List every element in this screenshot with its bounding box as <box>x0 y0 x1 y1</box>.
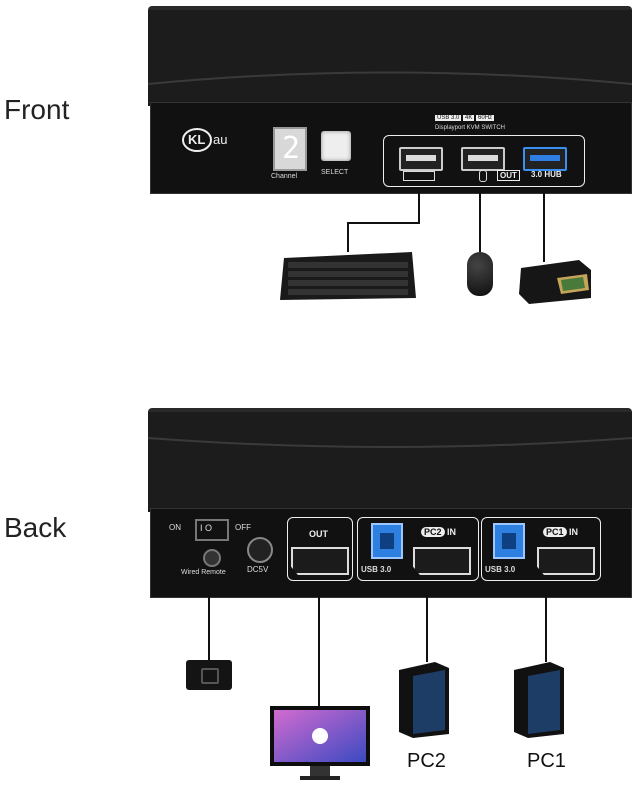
pc2-wire <box>426 592 428 662</box>
front-kvm-unit: KL au 2 Channel SELECT USB 3.0 4K 60Hz D… <box>148 6 632 194</box>
monitor-dp-port[interactable] <box>291 547 349 575</box>
wired-remote-jack[interactable] <box>203 549 221 567</box>
back-unit-top <box>148 408 632 512</box>
pc1-in-label: IN <box>569 527 579 537</box>
pc2-dp-port[interactable] <box>413 547 471 575</box>
back-out-label: OUT <box>309 529 328 539</box>
front-label: Front <box>4 94 70 125</box>
pc2-usb-port[interactable] <box>371 523 403 559</box>
on-label: ON <box>169 523 181 532</box>
brand-rest: au <box>213 132 228 147</box>
badge-4k: 4K <box>463 115 475 121</box>
pc2-usb-label: USB 3.0 <box>361 565 392 574</box>
monitor-device <box>270 706 370 786</box>
dc-label: DC5V <box>247 565 269 574</box>
pc2-in-badge: PC2 IN <box>421 527 456 537</box>
mouse-usb-port[interactable] <box>461 147 505 171</box>
channel-display: 2 <box>273 127 307 171</box>
pc1-label: PC1 <box>527 750 566 772</box>
wired-remote-device <box>186 660 232 690</box>
front-port-group <box>383 135 585 187</box>
power-switch[interactable]: I O <box>195 519 229 541</box>
front-out-label: OUT <box>497 170 520 181</box>
select-button[interactable] <box>321 131 351 161</box>
badge-hz: 60Hz <box>476 115 495 121</box>
brand-logo: KL au <box>181 125 241 155</box>
pc1-badge-label: PC1 <box>543 527 567 537</box>
keyboard-wire-v1 <box>418 190 420 224</box>
pc1-dp-port[interactable] <box>537 547 595 575</box>
hub-label: 3.0 HUB <box>531 170 562 179</box>
wired-remote-label: Wired Remote <box>181 569 226 576</box>
pc1-wire <box>545 592 547 662</box>
back-kvm-unit: ON I O OFF Wired Remote DC5V OUT USB 3.0… <box>148 408 632 598</box>
keyboard-wire-h <box>347 222 420 224</box>
back-label: Back <box>4 512 67 543</box>
channel-digit: 2 <box>282 131 301 166</box>
monitor-wire <box>318 592 320 706</box>
keyboard-device <box>280 252 416 300</box>
keyboard-usb-port[interactable] <box>399 147 443 171</box>
pc1-in-badge: PC1 IN <box>543 527 578 537</box>
pc1-group <box>481 517 601 581</box>
product-badges: USB 3.0 4K 60Hz <box>435 115 495 121</box>
front-unit-top <box>148 6 632 106</box>
select-label: SELECT <box>321 169 349 176</box>
out-group <box>287 517 353 581</box>
pc2-in-label: IN <box>447 527 457 537</box>
pc1-tower <box>510 662 566 738</box>
front-panel: KL au 2 Channel SELECT USB 3.0 4K 60Hz D… <box>150 102 632 194</box>
product-line: Displayport KVM SWITCH <box>435 125 506 131</box>
printer-wire <box>543 190 545 262</box>
channel-label: Channel <box>271 173 298 180</box>
pc2-tower <box>395 662 451 738</box>
off-label: OFF <box>235 523 251 532</box>
remote-wire <box>208 592 210 662</box>
brand-ck: KL <box>188 132 206 147</box>
pc1-usb-port[interactable] <box>493 523 525 559</box>
printer-device <box>517 258 593 304</box>
keyboard-wire-v2 <box>347 222 349 252</box>
badge-usb: USB 3.0 <box>435 115 462 121</box>
mouse-wire <box>479 190 481 252</box>
keyboard-icon <box>403 171 435 181</box>
mouse-icon <box>479 170 487 182</box>
dc-jack[interactable] <box>247 537 273 563</box>
pc2-label: PC2 <box>407 750 446 772</box>
pc1-usb-label: USB 3.0 <box>485 565 516 574</box>
hub-usb-port[interactable] <box>523 147 567 171</box>
pc2-group <box>357 517 479 581</box>
back-panel: ON I O OFF Wired Remote DC5V OUT USB 3.0… <box>150 508 632 598</box>
mouse-device <box>467 252 493 296</box>
pc2-badge-label: PC2 <box>421 527 445 537</box>
